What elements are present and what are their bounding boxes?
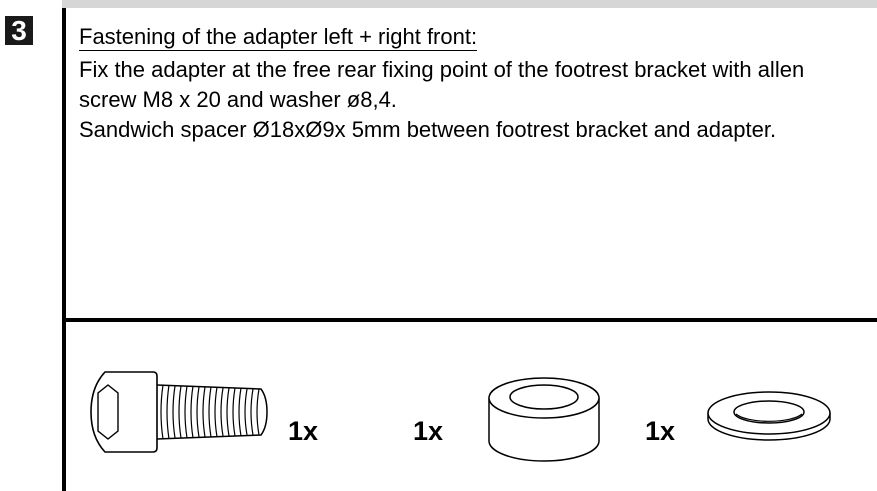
spacer-icon xyxy=(488,377,600,462)
part-quantity: 1x xyxy=(645,416,676,446)
top-band xyxy=(62,0,877,8)
section-divider xyxy=(62,318,877,322)
allen-screw-icon xyxy=(90,371,268,453)
step-number-badge: 3 xyxy=(5,16,33,45)
instruction-frame xyxy=(62,8,877,491)
part-quantity: 1x xyxy=(288,416,319,446)
instruction-paragraph: Fix the adapter at the free rear fixing … xyxy=(79,57,805,112)
instruction-paragraph: Sandwich spacer Ø18xØ9x 5mm between foot… xyxy=(79,117,777,142)
washer-icon xyxy=(707,391,831,441)
instruction-heading: Fastening of the adapter left + right fr… xyxy=(79,24,478,51)
instruction-text: Fastening of the adapter left + right fr… xyxy=(79,22,859,145)
parts-list: 1x 1x 1x xyxy=(66,322,877,491)
part-quantity: 1x xyxy=(413,416,444,446)
